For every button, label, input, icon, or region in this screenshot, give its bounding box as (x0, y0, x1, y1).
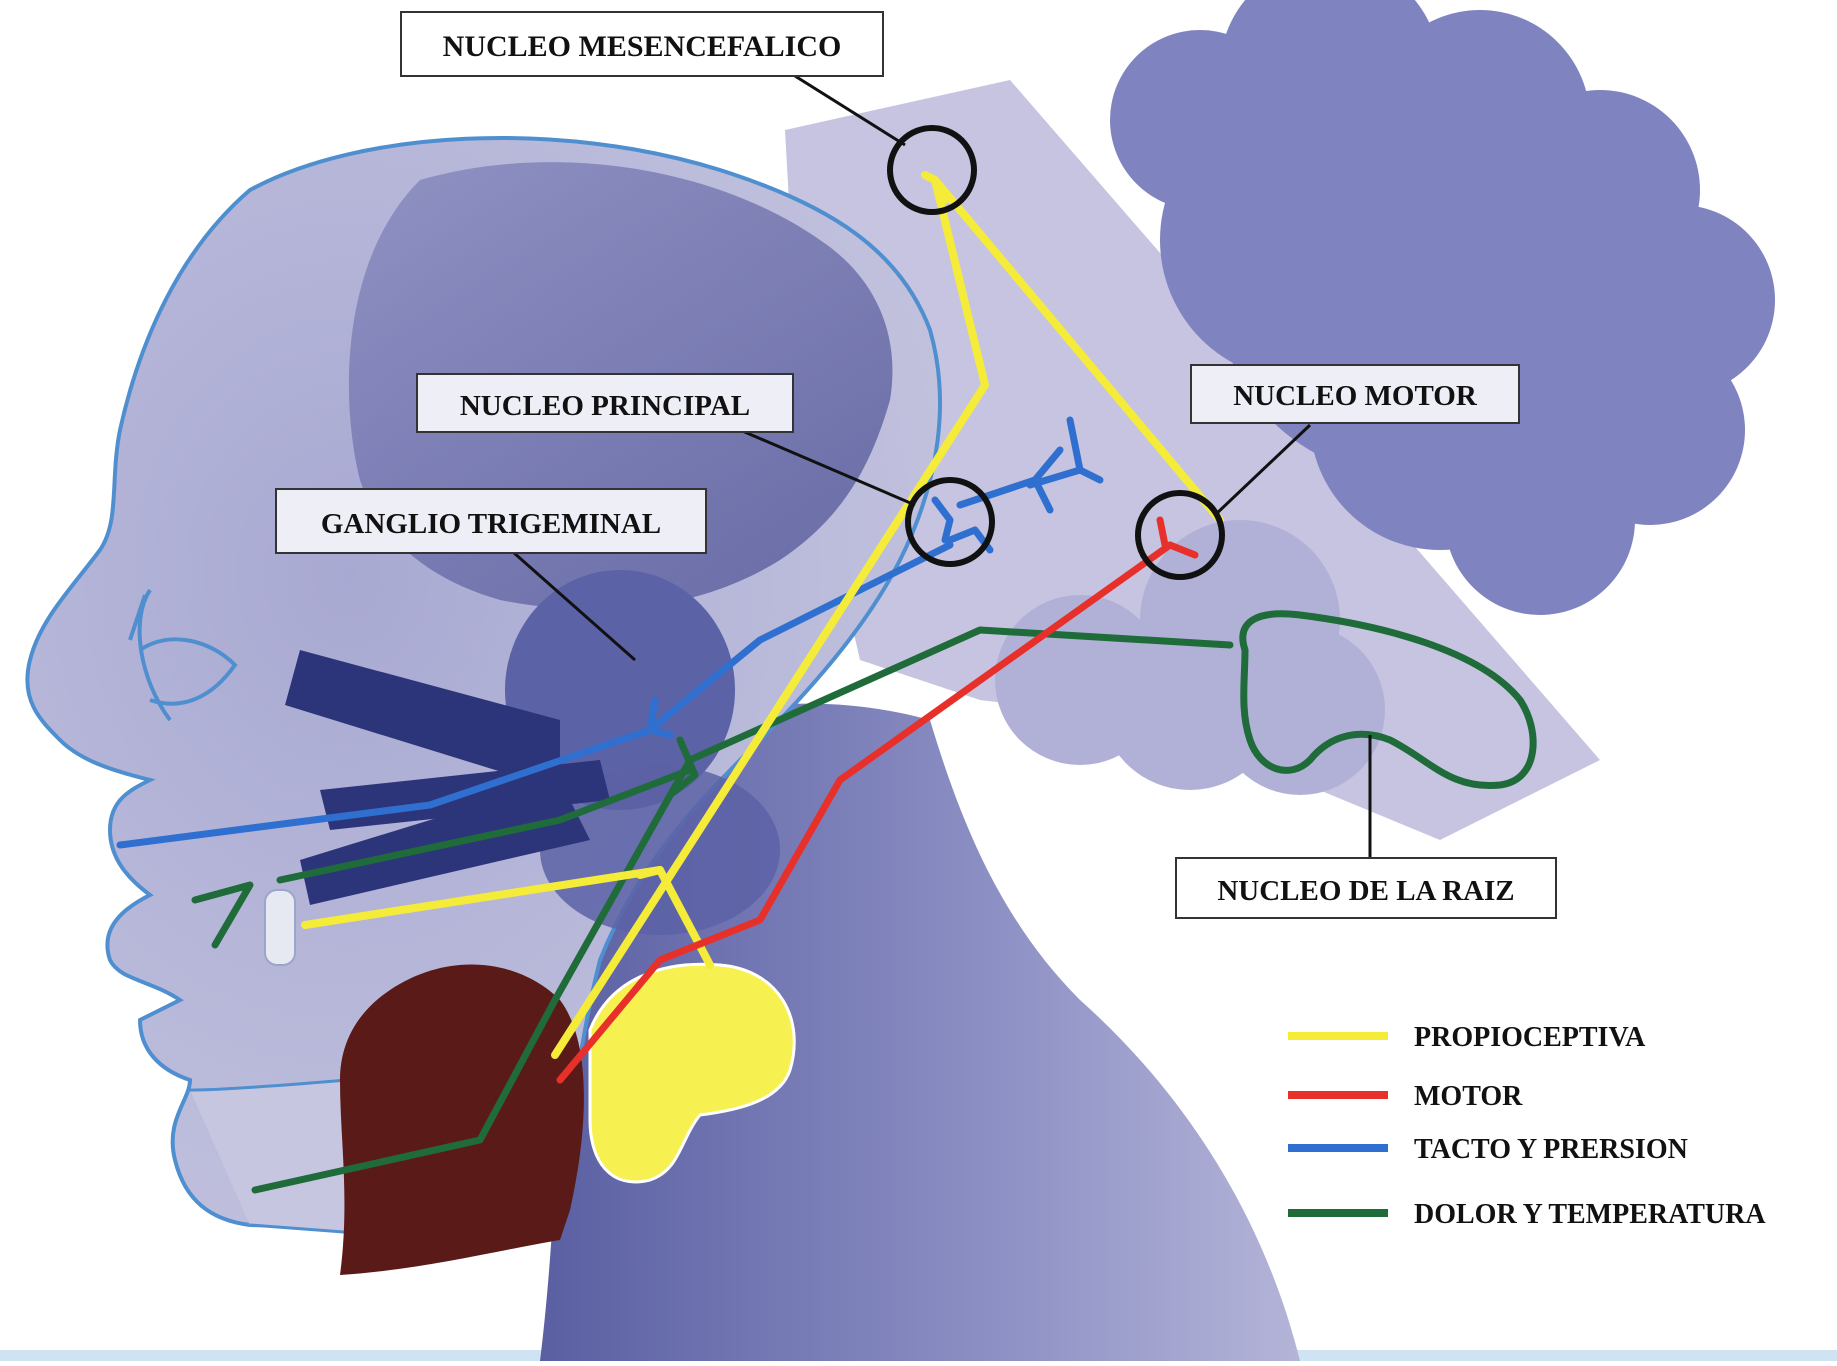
label-mesencefalico: NUCLEO MESENCEFALICO (401, 12, 883, 76)
label-principal-text: NUCLEO PRINCIPAL (460, 390, 750, 422)
label-raiz-text: NUCLEO DE LA RAIZ (1217, 875, 1514, 907)
label-ganglio-text: GANGLIO TRIGEMINAL (321, 508, 661, 540)
label-ganglio: GANGLIO TRIGEMINAL (276, 489, 706, 553)
label-raiz: NUCLEO DE LA RAIZ (1176, 858, 1556, 918)
legend-label: DOLOR Y TEMPERATURA (1414, 1199, 1766, 1230)
legend-label: TACTO Y PRERSION (1414, 1134, 1688, 1165)
label-motor: NUCLEO MOTOR (1191, 365, 1519, 423)
label-mesencefalico-text: NUCLEO MESENCEFALICO (443, 30, 842, 63)
label-principal: NUCLEO PRINCIPAL (417, 374, 793, 432)
label-motor-text: NUCLEO MOTOR (1233, 380, 1478, 412)
teeth (265, 890, 295, 965)
legend-label: MOTOR (1414, 1081, 1523, 1112)
legend-label: PROPIOCEPTIVA (1414, 1022, 1646, 1053)
